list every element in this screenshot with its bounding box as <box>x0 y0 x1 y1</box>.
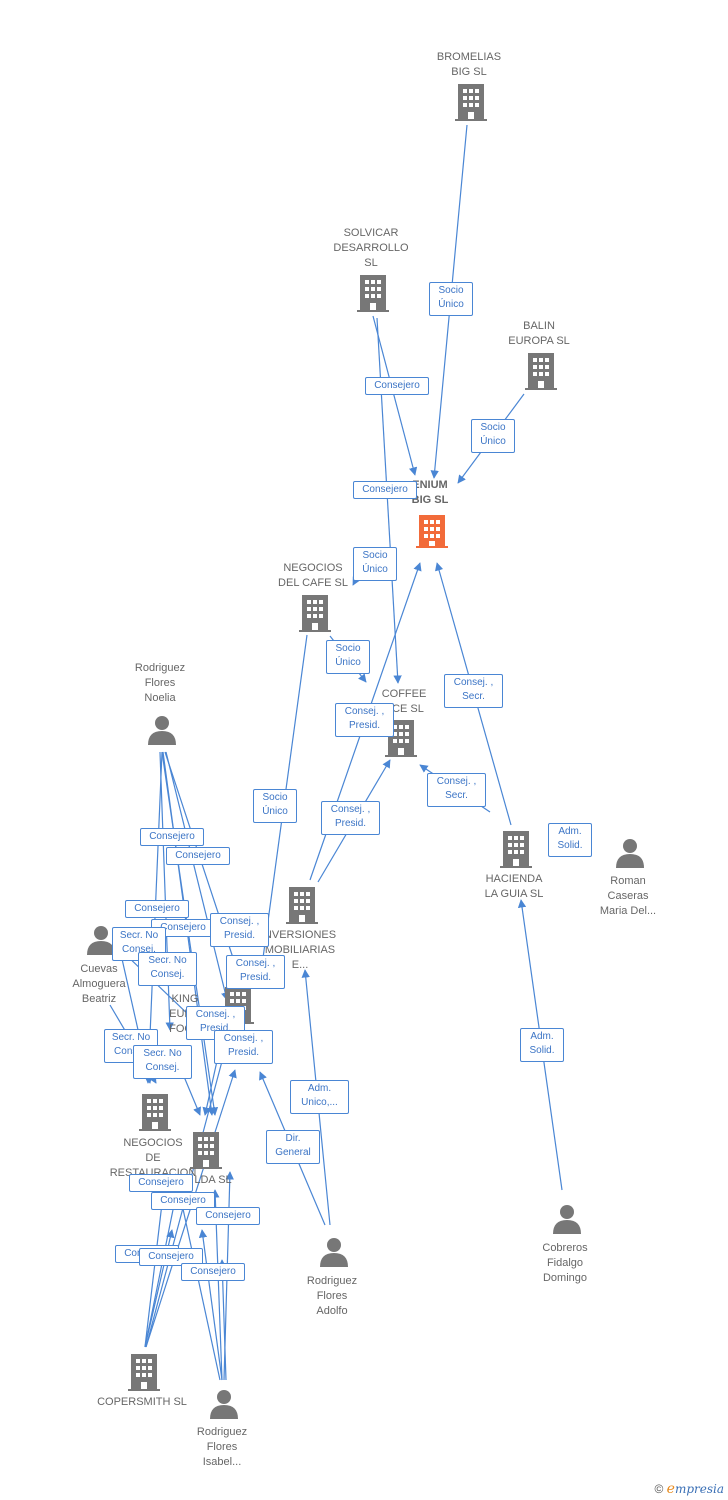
edge-label-18[interactable]: Secr. No Consej. <box>138 952 197 986</box>
node-label-negcafe[interactable]: NEGOCIOS DEL CAFE SL <box>278 562 348 589</box>
node-label-noelia[interactable]: Rodriguez Flores Noelia <box>134 662 186 704</box>
node-label-copersmith[interactable]: COPERSMITH SL <box>97 1396 187 1408</box>
noelia-person-icon[interactable] <box>148 716 176 745</box>
copyright-symbol: © <box>654 1482 664 1496</box>
edge-label-17[interactable]: Consej. , Presid. <box>210 913 269 947</box>
negrest-building-icon[interactable] <box>139 1094 171 1131</box>
solvicar-building-icon[interactable] <box>357 275 389 312</box>
edge-label-9[interactable]: Adm. Solid. <box>548 823 592 857</box>
edge-label-24[interactable]: Adm. Unico,... <box>290 1080 349 1114</box>
cuevas-person-icon[interactable] <box>87 926 115 955</box>
edge-line-31 <box>177 1194 221 1381</box>
edge-label-12[interactable]: Consejero <box>140 828 204 846</box>
node-label-cobreros[interactable]: Cobreros Fidalgo Domingo <box>542 1242 588 1284</box>
node-label-lda[interactable]: LDA SL <box>194 1174 232 1186</box>
edge-label-13[interactable]: Consejero <box>166 847 230 865</box>
edge-label-7[interactable]: Consej. , Presid. <box>335 703 394 737</box>
focus-building-icon[interactable] <box>416 515 448 548</box>
edge-label-25[interactable]: Dir. General <box>266 1130 320 1164</box>
inversiones-building-icon[interactable] <box>286 887 318 924</box>
edge-line-32 <box>198 1229 223 1381</box>
node-label-cuevas[interactable]: Cuevas Almoguera Beatriz <box>72 963 126 1005</box>
edge-line-1 <box>372 315 418 476</box>
brand-name: mpresia <box>674 1482 724 1496</box>
edge-label-11[interactable]: Consej. , Presid. <box>321 801 380 835</box>
roman-person-icon[interactable] <box>616 839 644 868</box>
bromelias-building-icon[interactable] <box>455 84 487 121</box>
edge-line-36 <box>144 1199 178 1348</box>
edge-line-15 <box>165 751 230 1001</box>
negcafe-building-icon[interactable] <box>299 595 331 632</box>
edge-label-0[interactable]: Socio Único <box>429 282 473 316</box>
edge-label-26[interactable]: Adm. Solid. <box>520 1028 564 1062</box>
isabel-person-icon[interactable] <box>210 1390 238 1419</box>
edge-label-2[interactable]: Socio Único <box>471 419 515 453</box>
edge-label-8[interactable]: Consej. , Secr. <box>427 773 486 807</box>
edge-label-6[interactable]: Consej. , Secr. <box>444 674 503 708</box>
edge-label-19[interactable]: Consej. , Presid. <box>226 955 285 989</box>
edge-label-29[interactable]: Consejero <box>196 1207 260 1225</box>
node-label-roman[interactable]: Roman Caseras Maria Del... <box>599 875 657 917</box>
node-label-inversiones[interactable]: NVERSIONES MOBILIARIAS E... <box>263 929 337 971</box>
brand-initial: e <box>666 1481 675 1497</box>
node-label-hacienda[interactable]: HACIENDA LA GUIA SL <box>484 873 544 900</box>
edge-label-28[interactable]: Consejero <box>151 1192 215 1210</box>
node-layer <box>87 84 644 1419</box>
edge-line-19 <box>122 951 195 1021</box>
adolfo-person-icon[interactable] <box>320 1238 348 1267</box>
cobreros-person-icon[interactable] <box>553 1205 581 1234</box>
node-label-adolfo[interactable]: Rodriguez Flores Adolfo <box>306 1275 358 1317</box>
edge-label-4[interactable]: Socio Único <box>353 547 397 581</box>
edge-label-27[interactable]: Consejero <box>129 1174 193 1192</box>
edge-label-5[interactable]: Socio Único <box>326 640 370 674</box>
edge-label-23[interactable]: Secr. No Consej. <box>133 1045 192 1079</box>
edge-label-10[interactable]: Socio Único <box>253 789 297 823</box>
edge-line-29 <box>144 1194 167 1348</box>
node-label-genium[interactable]: ENIUM BIG SL <box>411 479 449 506</box>
node-label-isabel[interactable]: Rodriguez Flores Isabel... <box>196 1426 248 1468</box>
edge-label-22[interactable]: Consej. , Presid. <box>214 1030 273 1064</box>
node-label-balin[interactable]: BALIN EUROPA SL <box>508 320 570 347</box>
node-label-bromelias[interactable]: BROMELIAS BIG SL <box>436 51 502 78</box>
copersmith-building-icon[interactable] <box>128 1354 160 1391</box>
edge-label-1[interactable]: Consejero <box>365 377 429 395</box>
node-label-solvicar[interactable]: SOLVICAR DESARROLLO SL <box>333 227 409 269</box>
edge-label-31[interactable]: Consejero <box>139 1248 203 1266</box>
hacienda-building-icon[interactable] <box>500 831 532 868</box>
balin-building-icon[interactable] <box>525 353 557 390</box>
empresia-watermark: © empresia <box>654 1481 724 1497</box>
edge-label-14[interactable]: Consejero <box>125 900 189 918</box>
edge-label-3[interactable]: Consejero <box>353 481 417 499</box>
edge-label-32[interactable]: Consejero <box>181 1263 245 1281</box>
